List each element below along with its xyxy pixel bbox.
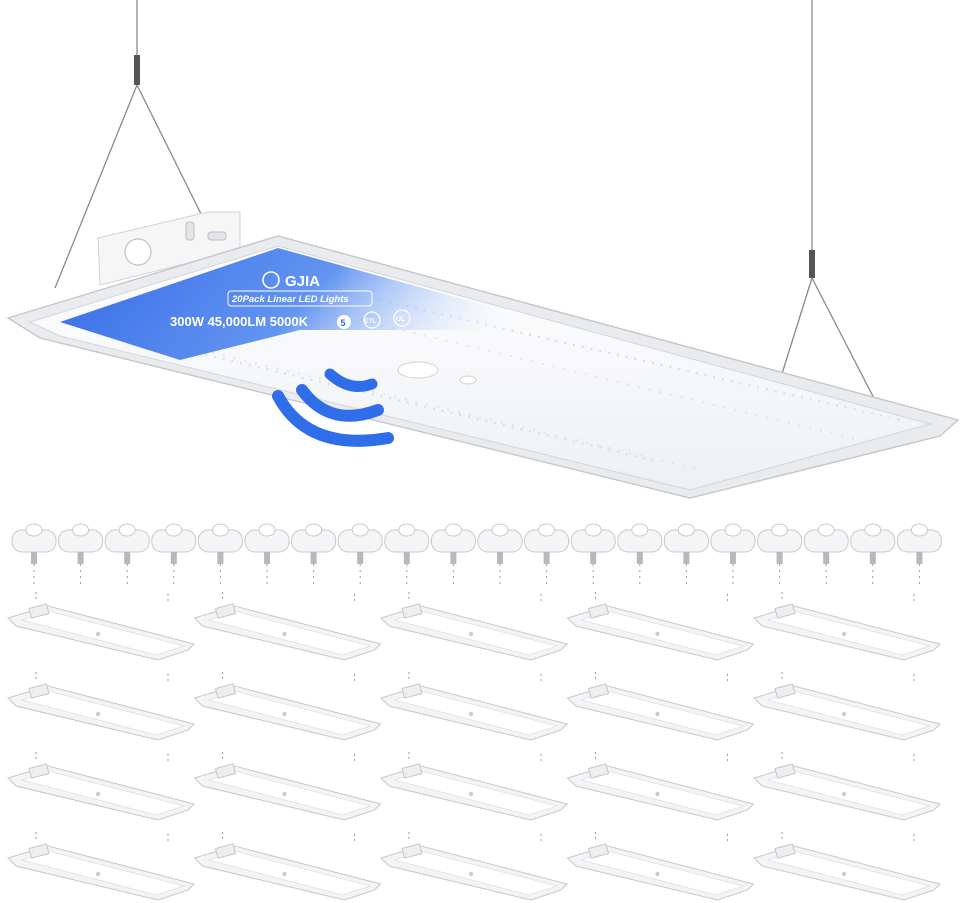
cert-5-icon bbox=[337, 315, 351, 329]
motion-sensor-item bbox=[58, 523, 104, 584]
linear-light-item bbox=[380, 752, 568, 821]
suspension-cables bbox=[54, 0, 881, 411]
linear-light-item bbox=[753, 672, 941, 741]
spec-text: 300W 45,000LM 5000K bbox=[170, 314, 309, 329]
motion-sensor-item bbox=[197, 523, 243, 584]
motion-sensor-item bbox=[244, 523, 290, 584]
motion-sensor-item bbox=[663, 523, 709, 584]
motion-sensor-item bbox=[803, 523, 849, 584]
motion-sensor-item bbox=[850, 523, 896, 584]
motion-sensor-wave-icon bbox=[272, 368, 394, 447]
linear-light-item bbox=[753, 592, 941, 661]
svg-text:5: 5 bbox=[341, 318, 346, 328]
linear-light-item bbox=[7, 752, 195, 821]
linear-light-item bbox=[753, 752, 941, 821]
linear-light-item bbox=[193, 752, 382, 821]
cert-etl-icon bbox=[363, 311, 381, 329]
linear-light-item bbox=[566, 832, 755, 901]
linear-light-item bbox=[380, 832, 568, 901]
motion-sensor-item bbox=[291, 523, 337, 584]
hero-fixture-illustration: GJIA 20Pack Linear LED Lights 300W 45,00… bbox=[6, 0, 960, 499]
motion-sensor-item bbox=[710, 523, 756, 584]
motion-sensor-item bbox=[104, 523, 150, 584]
motion-sensor-item bbox=[477, 523, 523, 584]
motion-sensor-item bbox=[617, 523, 663, 584]
linear-light-item bbox=[193, 672, 382, 741]
brand-name: GJIA bbox=[285, 273, 320, 290]
linear-light-item bbox=[193, 832, 382, 901]
linear-light-item bbox=[753, 832, 941, 901]
pack-label: 20Pack Linear LED Lights bbox=[231, 294, 349, 305]
svg-text:UL: UL bbox=[396, 316, 406, 323]
motion-sensor-item bbox=[570, 523, 616, 584]
motion-sensor-item bbox=[757, 523, 803, 584]
brand-logo-icon bbox=[262, 271, 280, 289]
motion-sensor-item bbox=[524, 523, 570, 584]
junction-box bbox=[97, 211, 241, 286]
linear-light-item bbox=[380, 592, 568, 661]
motion-sensor-item bbox=[151, 523, 197, 584]
linear-light-item bbox=[193, 592, 382, 661]
motion-sensor-item bbox=[11, 523, 57, 584]
motion-sensor-item bbox=[384, 523, 430, 584]
fixture-body bbox=[6, 235, 960, 499]
cert-ul-icon bbox=[393, 309, 411, 327]
linear-light-item bbox=[566, 752, 755, 821]
linear-light-item bbox=[7, 832, 195, 901]
linear-light-item bbox=[566, 672, 755, 741]
motion-sensor-item bbox=[430, 523, 476, 584]
product-label: GJIA 20Pack Linear LED Lights 300W 45,00… bbox=[170, 271, 411, 329]
linear-light-item bbox=[566, 592, 755, 661]
svg-text:ETL: ETL bbox=[364, 318, 376, 325]
motion-sensor-item bbox=[337, 523, 383, 584]
linear-light-item bbox=[7, 592, 195, 661]
light-grid bbox=[7, 592, 941, 901]
linear-light-item bbox=[7, 672, 195, 741]
motion-sensor-item bbox=[896, 523, 942, 584]
linear-light-item bbox=[380, 672, 568, 741]
sensor-row bbox=[11, 523, 942, 584]
